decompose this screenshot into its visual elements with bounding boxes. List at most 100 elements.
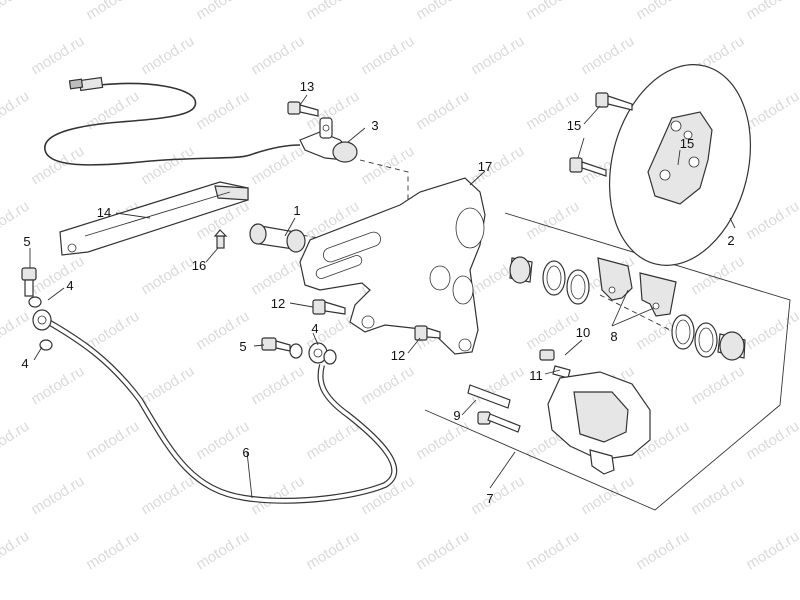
watermark-text: motod.ru [303, 528, 362, 574]
callout-9: 9 [453, 408, 460, 423]
watermark-text: motod.ru [358, 33, 417, 79]
seal-right-b [694, 322, 718, 358]
watermark-text: motod.ru [413, 0, 472, 23]
pin-1 [249, 223, 306, 253]
caliper-body [547, 371, 651, 475]
callout-11: 11 [529, 368, 543, 383]
sensor-bracket-bar [59, 181, 249, 256]
watermark-text: motod.ru [248, 473, 307, 519]
watermark-text: motod.ru [0, 418, 32, 464]
watermark-text: motod.ru [193, 0, 252, 23]
watermark-text: motod.ru [193, 88, 252, 134]
watermark-text: motod.ru [468, 33, 527, 79]
watermark-text: motod.ru [578, 473, 637, 519]
brake-hose [43, 317, 398, 504]
watermark-text: motod.ru [83, 528, 142, 574]
watermark-text: motod.ru [303, 418, 362, 464]
screw-13 [287, 101, 319, 117]
watermark-text: motod.ru [138, 33, 197, 79]
banjo-bolt-5-left [21, 267, 37, 297]
watermark-text: motod.ru [743, 88, 800, 134]
watermark-text: motod.ru [28, 143, 87, 189]
seal-left-b [566, 269, 590, 305]
watermark-text: motod.ru [468, 473, 527, 519]
callout-1: 1 [293, 203, 300, 218]
watermark-text: motod.ru [28, 363, 87, 409]
speed-sensor-cable [44, 76, 301, 166]
disc-bolt-15-upper [595, 92, 633, 111]
washers-4 [28, 296, 337, 365]
bolt-12-lower [414, 325, 441, 341]
watermark-text: motod.ru [83, 308, 142, 354]
callout-10: 10 [576, 325, 590, 340]
callout-4a: 4 [66, 278, 73, 293]
callout-6: 6 [242, 445, 249, 460]
callouts: 1 2 3 4 4 4 5 5 6 7 8 9 10 11 12 12 13 1… [21, 79, 734, 506]
watermark-text: motod.ru [28, 253, 87, 299]
watermark-text: motod.ru [358, 363, 417, 409]
callout-12a: 12 [271, 296, 285, 311]
watermark-text: motod.ru [523, 198, 582, 244]
watermark-text: motod.ru [193, 528, 252, 574]
watermark-text: motod.ru [688, 253, 747, 299]
leader-lines [29, 94, 736, 499]
watermark-text: motod.ru [413, 88, 472, 134]
watermark-text: motod.ru [248, 33, 307, 79]
watermark-text: motod.ru [138, 253, 197, 299]
caliper-bracket [299, 177, 486, 355]
banjo-fitting-left [32, 309, 52, 331]
callout-5b: 5 [239, 339, 246, 354]
speed-sensor [299, 117, 358, 163]
piston-left [509, 256, 533, 284]
watermark-text: motod.ru [743, 418, 800, 464]
callout-4c: 4 [311, 321, 318, 336]
watermark-text: motod.ru [523, 308, 582, 354]
watermark-text: motod.ru [688, 363, 747, 409]
watermark-text: motod.ru [0, 528, 32, 574]
watermark-text: motod.ru [358, 143, 417, 189]
callout-17: 17 [478, 159, 492, 174]
watermark-text: motod.ru [688, 473, 747, 519]
watermark-text: motod.ru [138, 143, 197, 189]
watermark-text: motod.ru [303, 0, 362, 23]
callout-3: 3 [371, 118, 378, 133]
watermark-text: motod.ru [138, 363, 197, 409]
watermark-text: motod.ru [413, 418, 472, 464]
piston-right [717, 331, 746, 361]
pad-pin-9 [467, 384, 521, 433]
caliper-group-frame [424, 212, 791, 511]
watermark-text: motod.ru [248, 143, 307, 189]
watermark-text: motod.ru [28, 473, 87, 519]
callout-16: 16 [192, 258, 206, 273]
watermark-text: motod.ru [83, 0, 142, 23]
watermark-text: motod.ru [743, 528, 800, 574]
watermark-text: motod.ru [743, 308, 800, 354]
watermark-text: motod.ru [83, 88, 142, 134]
disc-bolt-15-lower [569, 157, 607, 177]
callout-8: 8 [610, 329, 617, 344]
watermark-text: motod.ru [83, 418, 142, 464]
seal-right-a [671, 314, 695, 350]
callout-12b: 12 [391, 348, 405, 363]
watermark-text: motod.ru [578, 33, 637, 79]
watermark-text: motod.ru [248, 253, 307, 299]
watermark-text: motod.ru [0, 88, 32, 134]
callout-5a: 5 [23, 234, 30, 249]
watermark-text: motod.ru [743, 0, 800, 23]
pin-16 [213, 229, 228, 249]
brake-disc [608, 64, 752, 266]
callout-13: 13 [300, 79, 314, 94]
watermark-text: motod.ru [633, 0, 692, 23]
watermark-text: motod.ru [523, 0, 582, 23]
brake-pad-right [639, 272, 677, 317]
bolt-12-upper [312, 299, 346, 315]
banjo-bolt-5-right [261, 337, 291, 352]
seal-left-a [542, 260, 566, 296]
watermark-text: motod.ru [413, 528, 472, 574]
brake-pad-left [597, 257, 633, 301]
watermark-text: motod.ru [0, 308, 32, 354]
callout-7: 7 [486, 491, 493, 506]
callout-2: 2 [727, 233, 734, 248]
